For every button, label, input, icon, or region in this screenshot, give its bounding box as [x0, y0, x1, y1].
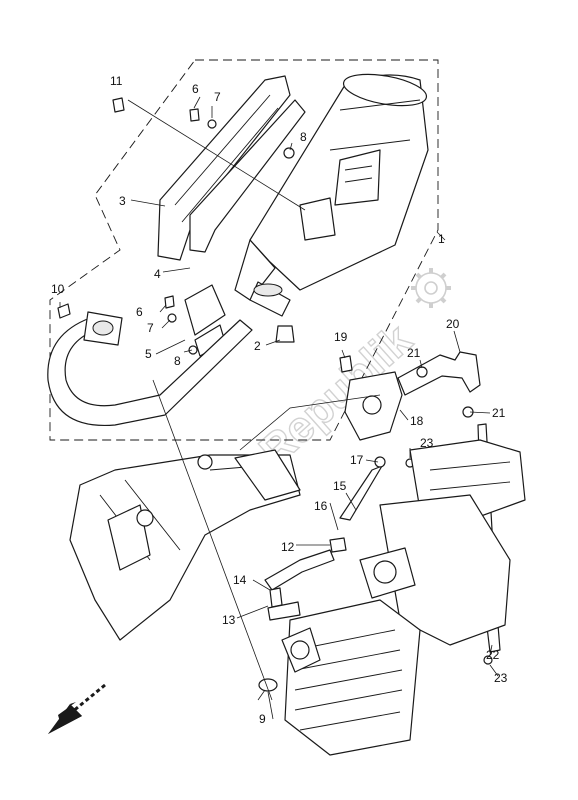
callout-7b: 7: [147, 321, 154, 335]
callout-2: 2: [254, 339, 261, 353]
callout-15: 15: [333, 479, 347, 493]
frame: [69, 449, 301, 641]
callout-14: 14: [233, 573, 247, 587]
callout-18: 18: [410, 414, 424, 428]
callout-16: 16: [314, 499, 328, 513]
callout-22: 22: [486, 648, 500, 662]
assembly-outline: [49, 59, 439, 441]
callout-9: 9: [259, 712, 266, 726]
hardware: [57, 97, 353, 373]
muffler: [234, 73, 429, 317]
callout-6a: 6: [192, 82, 199, 96]
callout-23b: 23: [494, 671, 508, 685]
callout-21b: 21: [492, 406, 506, 420]
callout-12: 12: [281, 540, 295, 554]
callouts: 1 2 3 4 5 6 6 7 7 8 8 9 10 11 12 13 14 1…: [51, 74, 508, 726]
heat-shield: [157, 75, 306, 261]
callout-4: 4: [154, 267, 161, 281]
front-direction-arrow-icon: [48, 683, 106, 734]
callout-8b: 8: [174, 354, 181, 368]
exhaust-pipe: [47, 311, 253, 427]
callout-20: 20: [446, 317, 460, 331]
callout-13: 13: [222, 613, 236, 627]
callout-7a: 7: [214, 90, 221, 104]
leader-lines: [59, 96, 499, 720]
bracket: [184, 197, 336, 357]
callout-19: 19: [334, 330, 348, 344]
callout-6b: 6: [136, 305, 143, 319]
callout-10: 10: [51, 282, 65, 296]
callout-23a: 23: [420, 436, 434, 450]
callout-5: 5: [145, 347, 152, 361]
engine: [258, 439, 526, 756]
callout-11: 11: [110, 74, 123, 88]
callout-17: 17: [350, 453, 364, 467]
callout-3: 3: [119, 194, 126, 208]
callout-21a: 21: [407, 346, 421, 360]
gear-icon: [411, 268, 451, 308]
callout-8a: 8: [300, 130, 307, 144]
callout-1: 1: [438, 232, 445, 246]
